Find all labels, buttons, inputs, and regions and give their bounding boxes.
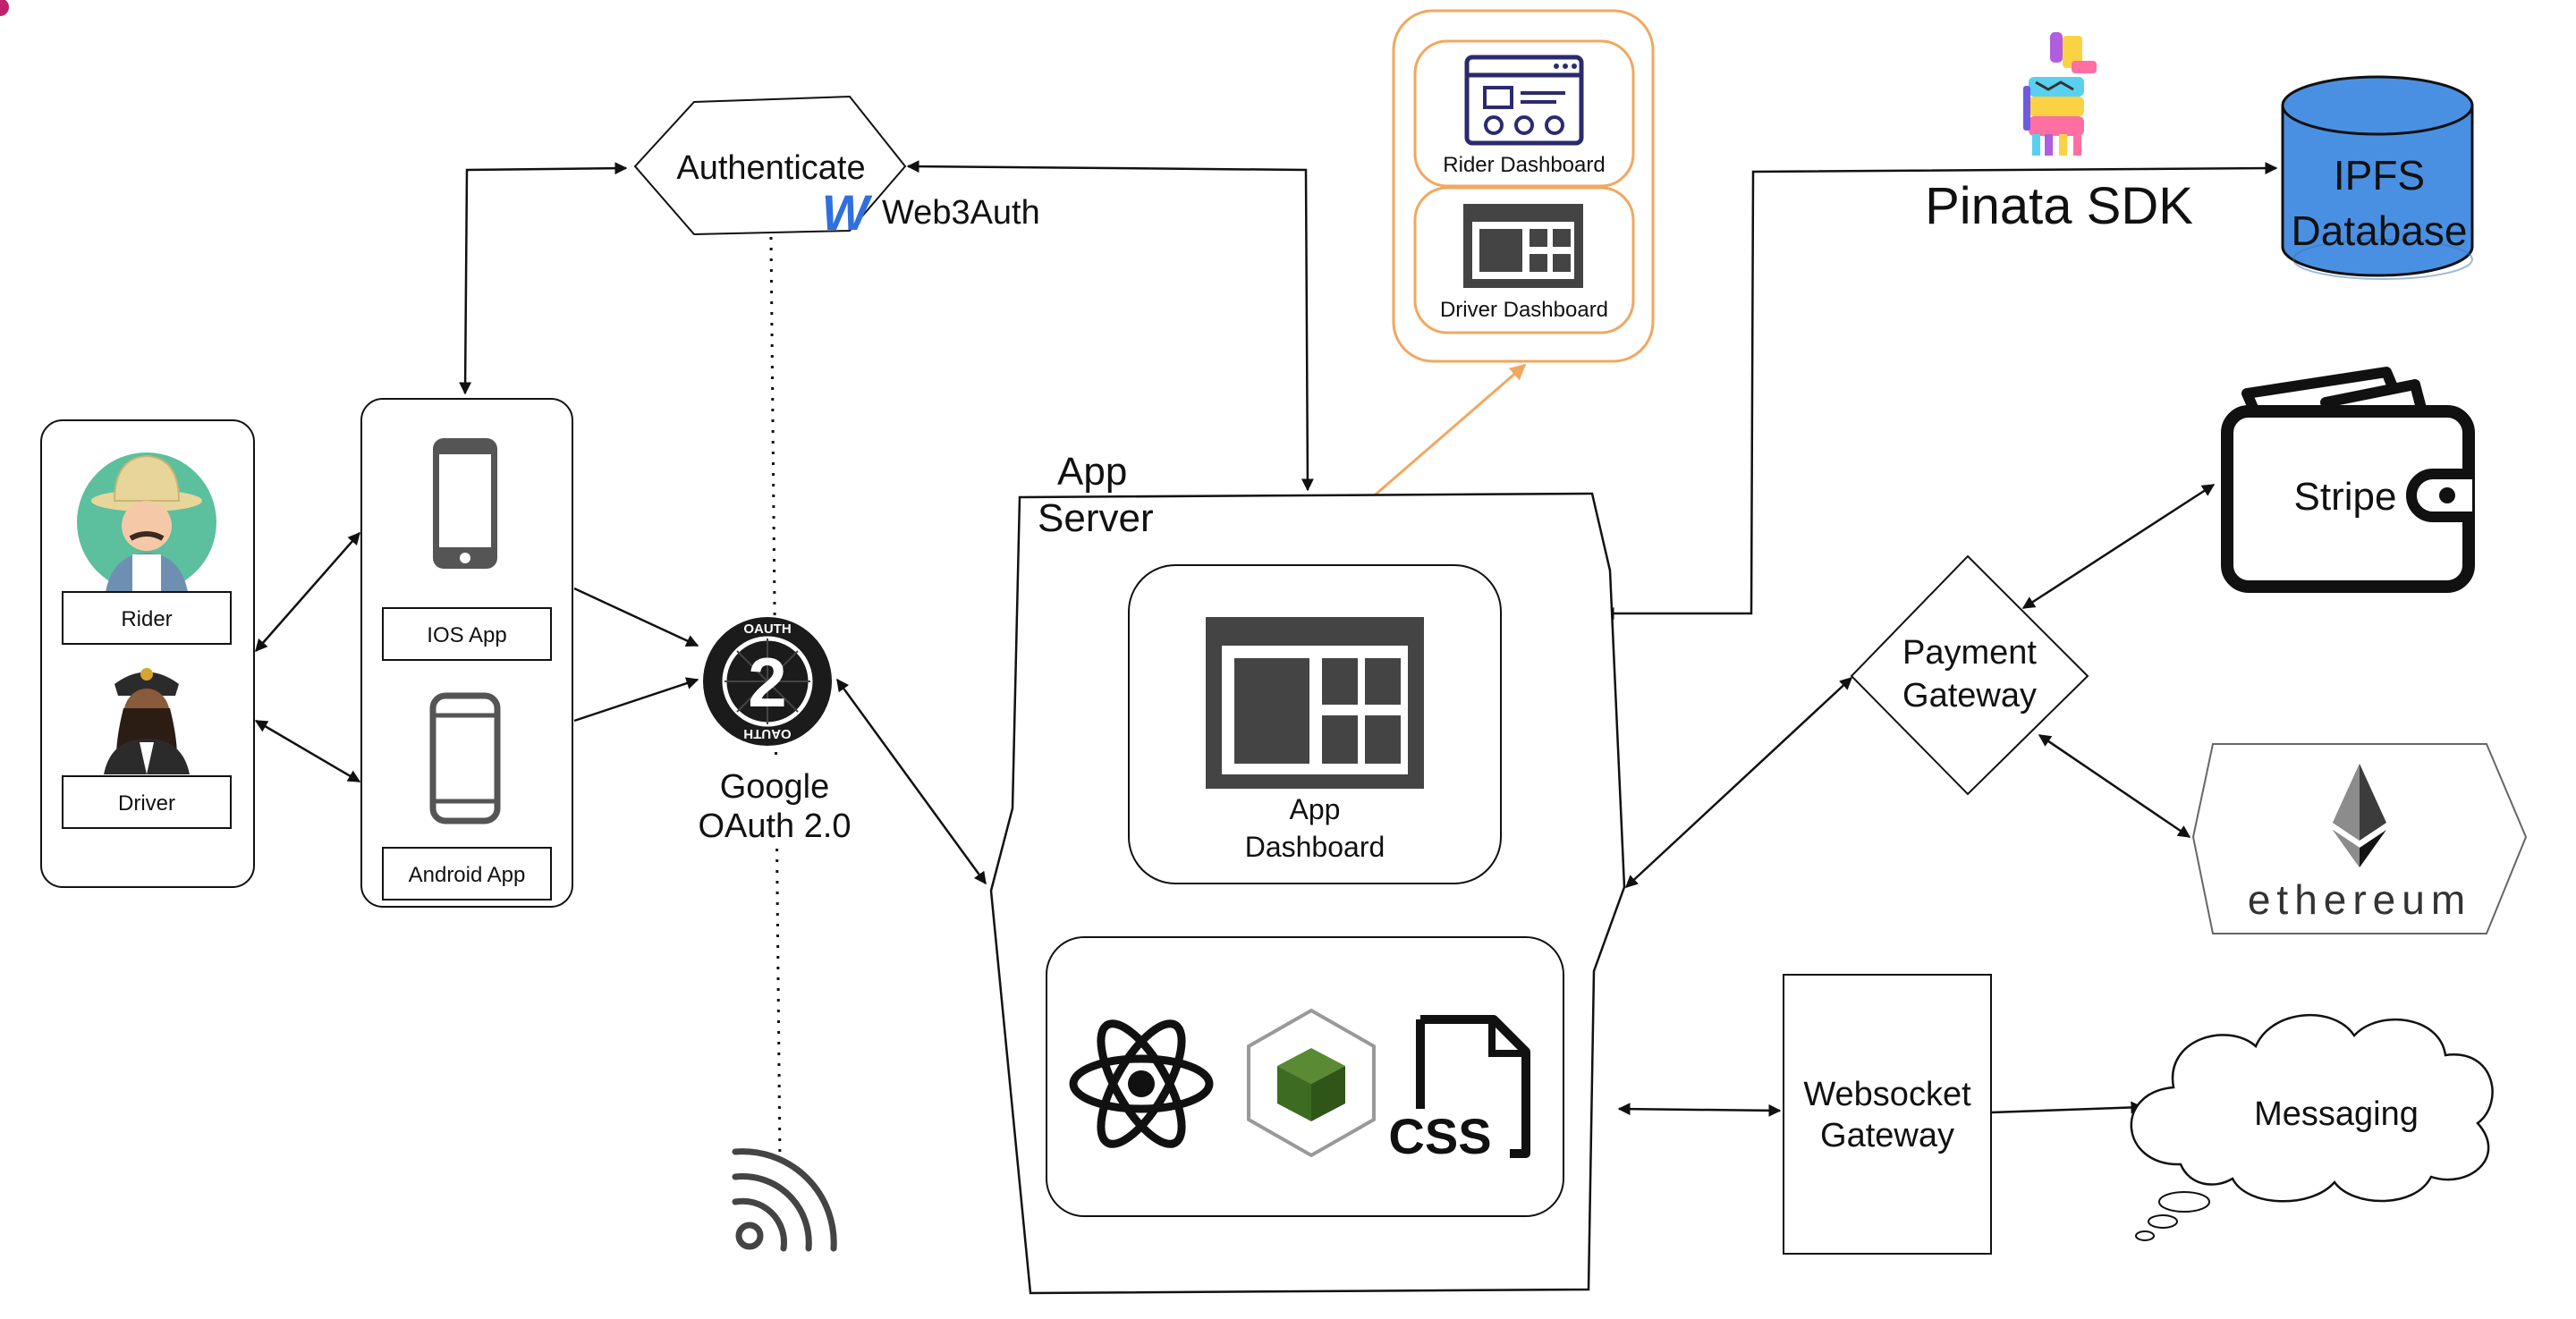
arrow-auth-mobile	[459, 162, 628, 395]
nodejs-cube-icon	[1247, 1008, 1376, 1158]
web3auth-logo: W Web3Auth	[822, 184, 1040, 241]
oauth-badge-icon: 2 OAUTH OAUTH	[703, 617, 832, 746]
oauth-badge-top-text: OAUTH	[743, 621, 791, 637]
driver-dashboard-icon	[1463, 204, 1583, 288]
css-file-icon: CSS	[1388, 1015, 1530, 1164]
phone-android-icon	[429, 692, 501, 824]
corner-dot	[0, 0, 9, 16]
android-app-label: Android App	[409, 863, 526, 887]
payment-gateway-node: Payment Gateway	[1850, 554, 2089, 796]
arrow-payment-ethereum	[2038, 733, 2191, 839]
stripe-label: Stripe	[2294, 475, 2397, 519]
payment-gateway-line2: Gateway	[1902, 677, 2037, 714]
rider-dashboard-icon	[1464, 55, 1584, 146]
ethereum-label: ethereum	[2248, 876, 2471, 923]
ios-app-label: IOS App	[427, 623, 506, 647]
wireless-signal-icon	[732, 1148, 837, 1252]
arrow-server-pinata	[1601, 162, 2278, 620]
ipfs-label-line1: IPFS	[2334, 152, 2425, 199]
phone-ios-icon	[433, 438, 497, 569]
arrow-payment-stripe	[2021, 483, 2216, 610]
websocket-gateway-line2: Gateway	[1820, 1117, 1954, 1154]
driver-label: Driver	[118, 791, 175, 816]
app-dashboard-label-line2: Dashboard	[1245, 831, 1385, 863]
rider-dashboard-label: Rider Dashboard	[1443, 153, 1605, 177]
arrow-users-ios	[255, 531, 360, 653]
arrow-android-oauth	[573, 677, 699, 723]
react-icon	[1069, 1019, 1214, 1148]
arrow-ios-oauth	[573, 587, 699, 647]
websocket-gateway-line1: Websocket	[1803, 1076, 1971, 1113]
driver-dashboard-label: Driver Dashboard	[1440, 298, 1608, 322]
oauth-label-line1: Google	[720, 768, 830, 806]
mobile-apps-panel: IOS App Android App	[360, 398, 573, 908]
arrow-oauth-server	[835, 678, 987, 885]
driver-avatar-icon	[104, 668, 190, 774]
pinata-llama-icon	[2023, 32, 2097, 156]
arrow-server-payment	[1624, 677, 1853, 888]
rider-label: Rider	[121, 607, 172, 631]
oauth-badge-bottom-text: OAUTH	[743, 726, 791, 741]
authenticate-node: Authenticate	[633, 95, 907, 236]
web3auth-w-icon: W	[822, 184, 873, 241]
web3auth-label: Web3Auth	[882, 194, 1040, 232]
ethereum-diamond-icon	[2333, 764, 2386, 867]
messaging-cloud-node: Messaging	[2130, 1013, 2494, 1241]
arrow-server-websocket	[1617, 1103, 1782, 1117]
dashboards-group: Rider Dashboard Driver Dashboard	[1392, 9, 1655, 363]
arrow-users-android	[254, 719, 361, 783]
users-panel: Rider Driver	[40, 419, 255, 888]
rider-avatar-icon	[77, 452, 216, 592]
ipfs-label-line2: Database	[2292, 207, 2468, 254]
oauth-badge-number: 2	[748, 643, 786, 722]
app-server-title-line1: App	[1057, 450, 1127, 494]
ethereum-node: ethereum	[2191, 743, 2528, 934]
app-server-block: App Server App Dashboard	[989, 450, 1626, 1295]
app-server-title-line2: Server	[1038, 496, 1154, 540]
app-dashboard-icon	[1206, 617, 1424, 789]
websocket-gateway-node: Websocket Gateway	[1783, 974, 1992, 1255]
oauth-label-line2: OAuth 2.0	[698, 807, 851, 845]
app-dashboard-label-line1: App	[1290, 793, 1341, 825]
css-label: CSS	[1388, 1108, 1491, 1164]
stripe-wallet-icon: Stripe	[2221, 367, 2475, 593]
payment-gateway-line1: Payment	[1902, 634, 2037, 672]
ipfs-database-cylinder: IPFS Database	[2281, 75, 2474, 280]
messaging-label: Messaging	[2254, 1095, 2419, 1133]
pinata-sdk-label: Pinata SDK	[1925, 177, 2193, 235]
authenticate-label: Authenticate	[676, 149, 865, 187]
arrow-websocket-messaging	[1990, 1101, 2144, 1114]
